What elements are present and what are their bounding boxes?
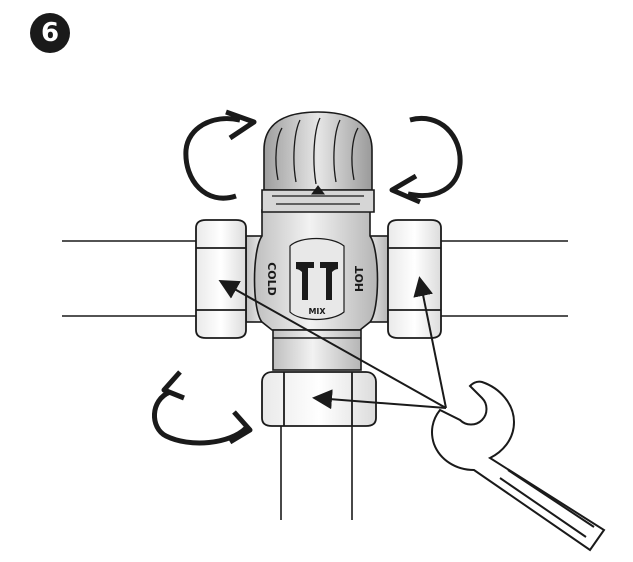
rotate-counterclockwise-icon <box>183 109 257 201</box>
step-number: 6 <box>40 18 60 48</box>
rotate-outlet-nut-icon <box>152 370 253 446</box>
step-number-badge: 6 <box>30 13 70 53</box>
pointer-arrow-icon <box>218 280 447 409</box>
pointer-arrow-icon <box>312 389 447 410</box>
left-pipe <box>62 240 196 317</box>
brand-logo <box>296 262 338 300</box>
hot-inlet-nut <box>387 219 442 339</box>
brand-label: MIX <box>308 307 326 316</box>
temperature-cap <box>261 111 375 213</box>
pointer-arrows <box>218 276 447 410</box>
pointer-arrow-icon <box>413 276 447 409</box>
wrench-icon <box>431 380 606 552</box>
bottom-pipe <box>280 426 353 520</box>
rotate-clockwise-icon <box>389 116 463 205</box>
hot-label: HOT <box>353 265 366 292</box>
cold-label: COLD <box>265 262 278 296</box>
mixing-valve <box>245 209 389 371</box>
right-pipe <box>441 240 568 317</box>
cold-inlet-nut <box>195 219 247 339</box>
